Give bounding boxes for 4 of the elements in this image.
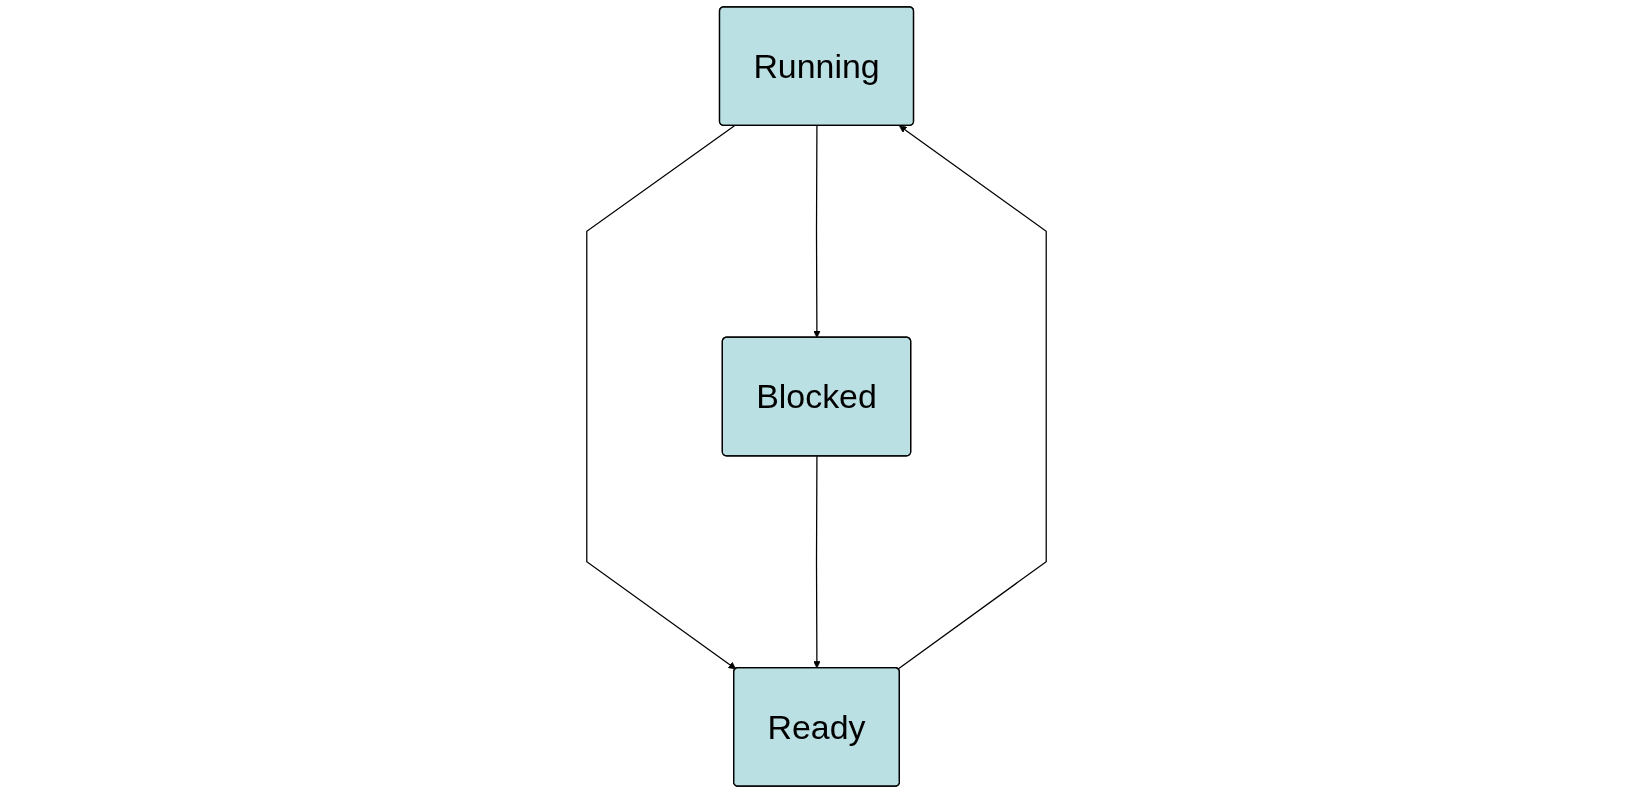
arrow (897, 125, 1047, 670)
arrow (813, 455, 821, 669)
arrow (813, 125, 821, 338)
arrow (586, 125, 737, 670)
